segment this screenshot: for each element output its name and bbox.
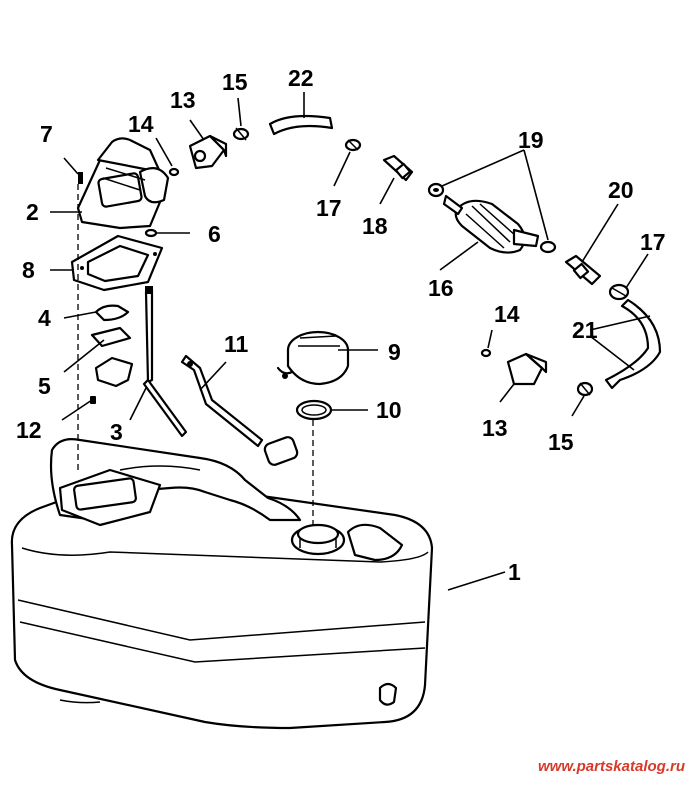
primer-bulb-part-16 (442, 194, 540, 254)
callout-13-lower: 13 (482, 415, 508, 441)
clamp-part-17-upper (344, 138, 362, 152)
callout-12: 12 (16, 417, 42, 443)
callout-10: 10 (376, 397, 402, 423)
callout-17-upper: 17 (316, 195, 342, 221)
clip-part-4 (94, 304, 130, 322)
callout-8: 8 (22, 257, 35, 283)
fuel-tank-part-1 (10, 438, 434, 730)
callout-16: 16 (428, 275, 454, 301)
clamp-part-15-top (232, 127, 250, 141)
fitting-part-20 (564, 254, 602, 286)
connector-part-13-lower (506, 352, 548, 386)
callout-11: 11 (224, 331, 249, 357)
o-ring-part-10 (295, 399, 333, 421)
callout-20: 20 (608, 177, 634, 203)
callout-7: 7 (40, 121, 53, 147)
callout-1: 1 (508, 559, 521, 585)
o-ring-part-6 (144, 228, 158, 238)
callout-15-top: 15 (222, 69, 248, 95)
bracket-part-12 (90, 356, 134, 404)
callout-15-lower: 15 (548, 429, 574, 455)
fuel-gauge-housing-part-2 (76, 137, 170, 230)
callout-5: 5 (38, 373, 51, 399)
float-arm-part-11 (180, 354, 299, 466)
callout-13-top: 13 (170, 87, 196, 113)
callout-21: 21 (572, 317, 598, 343)
fitting-part-18 (382, 154, 414, 182)
gauge-assembly-part-9 (276, 330, 350, 386)
clip-part-5 (90, 326, 132, 348)
clamp-part-17-right (608, 283, 630, 301)
callout-14-lower: 14 (494, 301, 520, 327)
callout-6: 6 (208, 221, 221, 247)
callout-labels: 1 2 3 4 5 6 7 8 9 10 11 12 13 13 14 14 1… (16, 65, 666, 585)
clamp-part-15-lower (576, 381, 594, 397)
callout-22: 22 (288, 65, 314, 91)
clamp-part-19-left (427, 182, 445, 198)
o-ring-part-14-lower (480, 348, 492, 358)
gasket-part-8 (70, 234, 164, 292)
callout-17-right: 17 (640, 229, 666, 255)
connector-part-13-top (188, 134, 228, 170)
callout-9: 9 (388, 339, 401, 365)
leader-lines (50, 92, 651, 591)
o-ring-part-14-top (168, 167, 180, 177)
clamp-part-19-right (539, 240, 557, 254)
assembly-lines (77, 184, 314, 530)
screw-part-7 (78, 172, 83, 184)
callout-3: 3 (110, 419, 123, 445)
callout-19: 19 (518, 127, 544, 153)
hose-part-21 (604, 298, 662, 390)
pickup-tube-part-3 (142, 286, 188, 438)
callout-4: 4 (38, 305, 51, 331)
hose-part-22 (268, 114, 334, 136)
callout-14-top: 14 (128, 111, 154, 137)
watermark-text: www.partskatalog.ru (538, 758, 685, 775)
callout-18: 18 (362, 213, 388, 239)
callout-2: 2 (26, 199, 39, 225)
